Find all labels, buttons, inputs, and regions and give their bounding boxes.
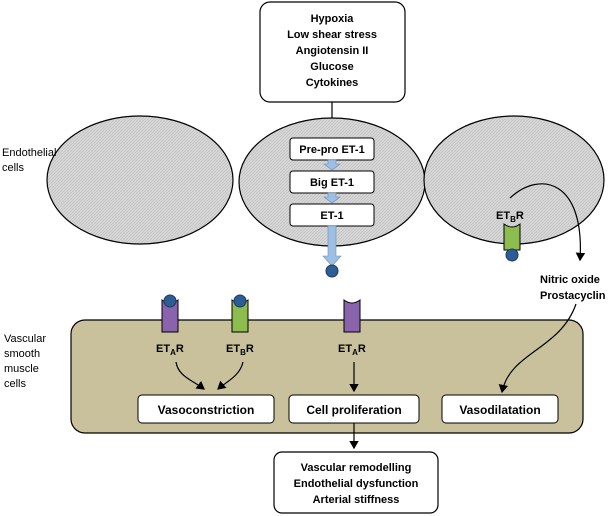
stimulus-cytokines: Cytokines <box>306 77 359 89</box>
eta-receptor-center <box>343 299 361 333</box>
prepro-et1-label: Pre-pro ET-1 <box>299 144 364 156</box>
eta-center-label: ETAR <box>338 343 366 357</box>
eta-to-vasoconstriction-arrow <box>175 361 205 390</box>
mediator-nitric-oxide: Nitric oxide <box>540 274 600 286</box>
vasoconstriction-box <box>137 394 275 424</box>
et1-label: ET-1 <box>320 210 343 222</box>
stimulus-glucose: Glucose <box>310 61 353 73</box>
release-arrow <box>322 225 342 267</box>
stimulus-hypoxia: Hypoxia <box>311 13 355 25</box>
label-smooth: smooth <box>4 348 40 360</box>
outcome-vascular-remodelling: Vascular remodelling <box>301 462 412 474</box>
synthesis-arrow-2 <box>323 192 341 204</box>
big-et1-label: Big ET-1 <box>310 177 354 189</box>
cell-proliferation-label: Cell proliferation <box>306 403 401 417</box>
vasodilatation-label: Vasodilatation <box>459 403 540 417</box>
synthesis-arrow-1 <box>323 159 341 171</box>
stimuli-box: Hypoxia Low shear stress Angiotensin II … <box>259 1 406 103</box>
etb-to-no-arrow <box>509 183 586 262</box>
eta-left-ligand <box>163 294 177 308</box>
eta-left-label: ETAR <box>156 343 184 357</box>
endothelial-cell-left <box>46 115 234 245</box>
endothelial-cell-right <box>423 115 605 245</box>
etb-endothelial-label: ETBR <box>496 210 524 224</box>
etb-left-ligand <box>233 294 247 308</box>
stimulus-angiotensin-ii: Angiotensin II <box>296 45 369 57</box>
etb-endothelial-receptor <box>503 223 521 251</box>
no-to-vasodilatation-arrow <box>498 303 577 394</box>
label-vsmc-cells: cells <box>4 378 27 390</box>
etb-to-vasoconstriction-arrow <box>217 361 244 390</box>
outcome-arterial-stiffness: Arterial stiffness <box>313 494 400 506</box>
outcome-box: Vascular remodelling Endothelial dysfunc… <box>273 451 439 514</box>
stimulus-low-shear-stress: Low shear stress <box>287 29 377 41</box>
vasoconstriction-label: Vasoconstriction <box>158 403 255 417</box>
etb-left-label: ETBR <box>226 343 254 357</box>
etb-endothelial-ligand <box>505 248 519 262</box>
released-et1-ligand <box>325 264 339 278</box>
mediator-prostacyclin: Prostacyclin <box>540 290 606 302</box>
label-endothelial: Endothelial <box>2 147 56 159</box>
vasodilatation-box <box>441 394 559 424</box>
label-cells: cells <box>2 162 25 174</box>
label-muscle: muscle <box>4 363 39 375</box>
outcome-endothelial-dysfunction: Endothelial dysfunction <box>294 478 419 490</box>
label-vascular: Vascular <box>4 333 46 345</box>
